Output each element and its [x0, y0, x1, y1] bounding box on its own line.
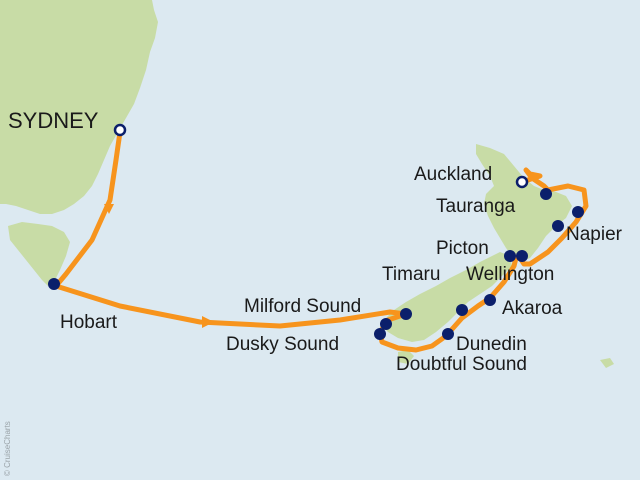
australia-landmass	[0, 0, 158, 214]
port-sydney-start	[113, 123, 127, 137]
port-dusky-a	[380, 318, 392, 330]
port-timaru	[456, 304, 468, 316]
map-credit: © CruiseCharts	[3, 421, 12, 476]
label-wellington: Wellington	[466, 264, 554, 285]
label-auckland: Auckland	[414, 164, 492, 185]
port-milford	[400, 308, 412, 320]
port-napier-b	[552, 220, 564, 232]
route-sydney-hobart	[53, 129, 123, 289]
label-tauranga: Tauranga	[436, 196, 516, 217]
label-dusky-sound: Dusky Sound	[226, 334, 339, 355]
label-picton: Picton	[436, 238, 489, 259]
nz-north-island	[476, 144, 572, 262]
arrow-hobart-fiordland	[202, 316, 214, 328]
tasmania-landmass	[8, 222, 70, 286]
port-dusky-b	[374, 328, 386, 340]
route-direction-arrows	[104, 204, 214, 328]
route-hobart-fiordland	[53, 283, 409, 329]
label-sydney: SYDNEY	[8, 108, 99, 133]
stewart-island	[398, 350, 414, 364]
nz-south-island	[382, 252, 512, 342]
port-picton	[504, 250, 516, 262]
chatham-islands	[600, 358, 614, 368]
label-doubtful-sound: Doubtful Sound	[396, 354, 527, 375]
port-dunedin	[442, 328, 454, 340]
label-napier: Napier	[566, 224, 623, 245]
arrow-sydney-hobart	[104, 204, 114, 214]
label-timaru: Timaru	[382, 264, 440, 285]
label-hobart: Hobart	[60, 312, 118, 333]
port-napier-a	[572, 206, 584, 218]
port-labels: SYDNEY Hobart Milford Sound Dusky Sound …	[8, 108, 623, 375]
port-wellington	[516, 250, 528, 262]
label-milford-sound: Milford Sound	[244, 296, 361, 317]
label-dunedin: Dunedin	[456, 334, 527, 355]
port-akaroa	[484, 294, 496, 306]
label-akaroa: Akaroa	[502, 298, 563, 319]
port-markers	[48, 123, 584, 340]
port-auckland-end	[515, 175, 529, 189]
port-hobart	[48, 278, 60, 290]
port-tauranga	[540, 188, 552, 200]
